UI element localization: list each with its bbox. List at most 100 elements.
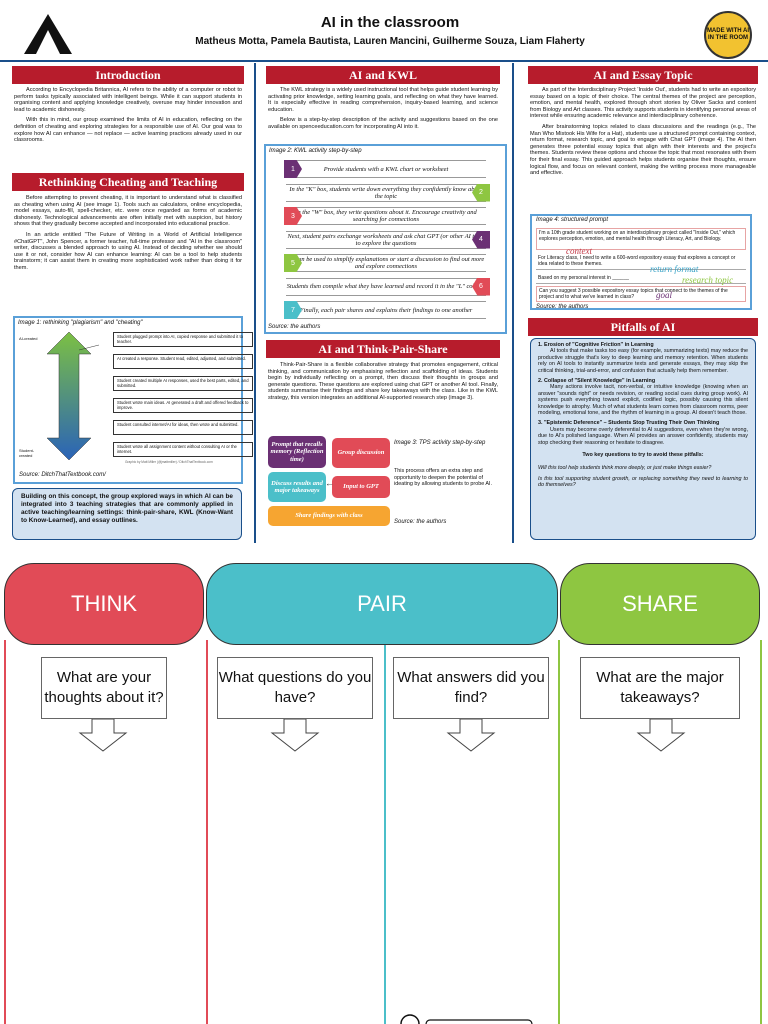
pitfalls-box: 1. Erosion of "Cognitive Friction" in Le…	[530, 338, 756, 540]
tps-prompt-box: Prompt that recalls memory (Reflection t…	[268, 436, 326, 468]
kwl-text: The KWL strategy is a widely used instru…	[268, 87, 498, 135]
rethinking-text: Before attempting to prevent cheating, i…	[14, 195, 242, 276]
image-3-diagram: Prompt that recalls memory (Reflection t…	[266, 434, 392, 530]
label-goal: goal	[656, 290, 673, 300]
column-border	[4, 640, 6, 1024]
kwl-step-number: 2	[472, 183, 490, 202]
tps-p1: Think-Pair-Share is a flexible collabora…	[268, 362, 498, 401]
think-question: What are your thoughts about it?	[41, 657, 167, 719]
column-divider	[512, 63, 514, 543]
double-arrow-icon	[46, 331, 99, 461]
rethinking-heading: Rethinking Cheating and Teaching	[12, 173, 244, 191]
image-3-caption: Image 3: TPS activity step-by-step	[394, 440, 486, 446]
kwl-step-number: 4	[472, 230, 490, 249]
scale-item: Student wrote main ideas. AI generated a…	[113, 398, 253, 413]
pitfall-1-title: 1. Erosion of "Cognitive Friction" in Le…	[538, 342, 654, 348]
authors: Matheus Motta, Pamela Bautista, Lauren M…	[195, 36, 585, 47]
column-divider	[254, 63, 256, 543]
image-3-note: This process offers an extra step and op…	[394, 468, 492, 488]
kwl-step: Next, student pairs exchange worksheets …	[286, 230, 486, 249]
questions-title: Two key questions to try to avoid these …	[582, 452, 704, 459]
answers-question: What answers did you find?	[393, 657, 549, 719]
image-2-caption: Image 2: KWL activity step-by-step	[269, 148, 362, 154]
scale-item: Student created multiple AI responses, u…	[113, 376, 253, 391]
arrow-down-icon	[78, 719, 128, 752]
kwl-step: In the "W" box, they write questions abo…	[286, 207, 486, 225]
kwl-p1: The KWL strategy is a widely used instru…	[268, 87, 498, 113]
kwl-heading: AI and KWL	[266, 66, 500, 84]
graphic-credit: Graphic by Matt Miller (@jmattmiller) / …	[125, 460, 213, 464]
intro-text: According to Encyclopedia Britannica, AI…	[14, 87, 242, 148]
pair-question: What questions do you have?	[217, 657, 373, 719]
page-title: AI in the classroom	[320, 14, 460, 31]
kwl-step: Students then compile what they have lea…	[286, 277, 486, 296]
arrow-down-icon	[270, 719, 320, 752]
essay-p1: As part of the Interdisciplinary Project…	[530, 87, 756, 120]
image-2-source: Source: the authors	[268, 324, 321, 330]
kwl-step-number: 7	[284, 301, 302, 319]
tps-heading: AI and Think-Pair-Share	[266, 340, 500, 358]
pitfall-3-body: Users may become overly deferential to A…	[538, 426, 748, 446]
tps-group-box: Group discussion	[332, 438, 390, 468]
image-3-source: Source: the authors	[394, 519, 447, 525]
column-border	[760, 640, 762, 1024]
kwl-step: In the "K" box, students write down ever…	[286, 183, 486, 202]
pair-header: PAIR	[206, 563, 558, 645]
question-1: Will this tool help students think more …	[538, 464, 712, 471]
intro-p2: With this in mind, our group examined th…	[14, 117, 242, 144]
arrow-down-icon	[446, 719, 496, 752]
pitfall-2-title: 2. Collapse of "Silent Knowledge" in Lea…	[538, 378, 656, 385]
kwl-p2: Below is a step-by-step description of t…	[268, 117, 498, 130]
pitfall-1-body: AI tools that make tasks too easy (for e…	[538, 348, 748, 374]
column-border	[206, 640, 208, 1024]
header-rule	[0, 60, 768, 62]
image-2-figure: Image 2: KWL activity step-by-step Provi…	[264, 144, 507, 334]
kwl-step-number: 3	[284, 207, 302, 225]
scale-bottom-label: Student-created	[19, 448, 35, 458]
kwl-step: Finally, each pair shares and explains t…	[286, 301, 486, 319]
prompt-goal: Can you suggest 3 possible expository es…	[536, 286, 746, 302]
arrow-down-icon	[636, 719, 686, 752]
kwl-step: AI can be used to simplify explanations …	[286, 254, 486, 272]
pitfalls-heading: Pitfalls of AI	[528, 318, 758, 336]
pitfall-2-body: Many actions involve tacit, non-verbal, …	[538, 384, 748, 417]
summary-box: Building on this concept, the group expl…	[12, 488, 242, 540]
scale-item: AI created a response. Student read, edi…	[113, 354, 253, 369]
column-border	[384, 640, 386, 1024]
made-with-ai-badge: MADE WITH AI IN THE ROOM	[704, 11, 752, 59]
essay-p2: After brainstorming topics related to cl…	[530, 123, 756, 177]
question-2: Is this tool supporting student growth, …	[538, 475, 748, 489]
column-border	[558, 640, 560, 1024]
share-header: SHARE	[560, 563, 760, 645]
scale-item: Student wrote all assignment content wit…	[113, 442, 253, 457]
image-4-figure: Image 4: structured prompt I'm a 10th gr…	[530, 214, 752, 310]
scale-item: Student plugged prompt into AI, copied r…	[113, 332, 253, 347]
essay-text: As part of the Interdisciplinary Project…	[530, 87, 756, 181]
essay-heading: AI and Essay Topic	[528, 66, 758, 84]
label-research-topic: research topic	[682, 275, 734, 285]
pitfall-3-title: 3. "Epistemic Deference" – Students Stop…	[538, 420, 720, 427]
triangle-logo-icon	[24, 14, 72, 54]
kwl-step-number: 1	[284, 160, 302, 178]
image-4-caption: Image 4: structured prompt	[536, 217, 609, 223]
kwl-step: Provide students with a KWL chart or wor…	[286, 160, 486, 178]
tps-input-box: Input to GPT	[332, 476, 390, 498]
prompt-return-format: For Literacy class, I need to write a 60…	[536, 254, 746, 270]
tps-text: Think-Pair-Share is a flexible collabora…	[268, 362, 498, 406]
rethinking-p1: Before attempting to prevent cheating, i…	[14, 195, 242, 228]
label-return-format: return format	[650, 264, 699, 274]
rethinking-p2: In an article entitled "The Future of Wr…	[14, 231, 242, 271]
prompt-context: I'm a 10th grade student working on an i…	[536, 228, 746, 250]
tps-discuss-box: Discuss results and major takeaways	[268, 472, 326, 502]
tps-share-box: Share findings with class	[268, 506, 390, 526]
share-question: What are the major takeaways?	[580, 657, 740, 719]
scale-top-label: AI-created	[19, 336, 38, 341]
kwl-step-number: 6	[472, 277, 490, 296]
think-header: THINK	[4, 563, 204, 645]
kwl-step-number: 5	[284, 254, 302, 272]
image-1-figure: Image 1: rethinking "plagiarism" and "ch…	[13, 316, 253, 484]
image-4-source: Source: the authors	[536, 304, 589, 310]
intro-p1: According to Encyclopedia Britannica, AI…	[14, 87, 242, 113]
badge-text: MADE WITH AI IN THE ROOM	[706, 28, 750, 41]
intro-heading: Introduction	[12, 66, 244, 84]
